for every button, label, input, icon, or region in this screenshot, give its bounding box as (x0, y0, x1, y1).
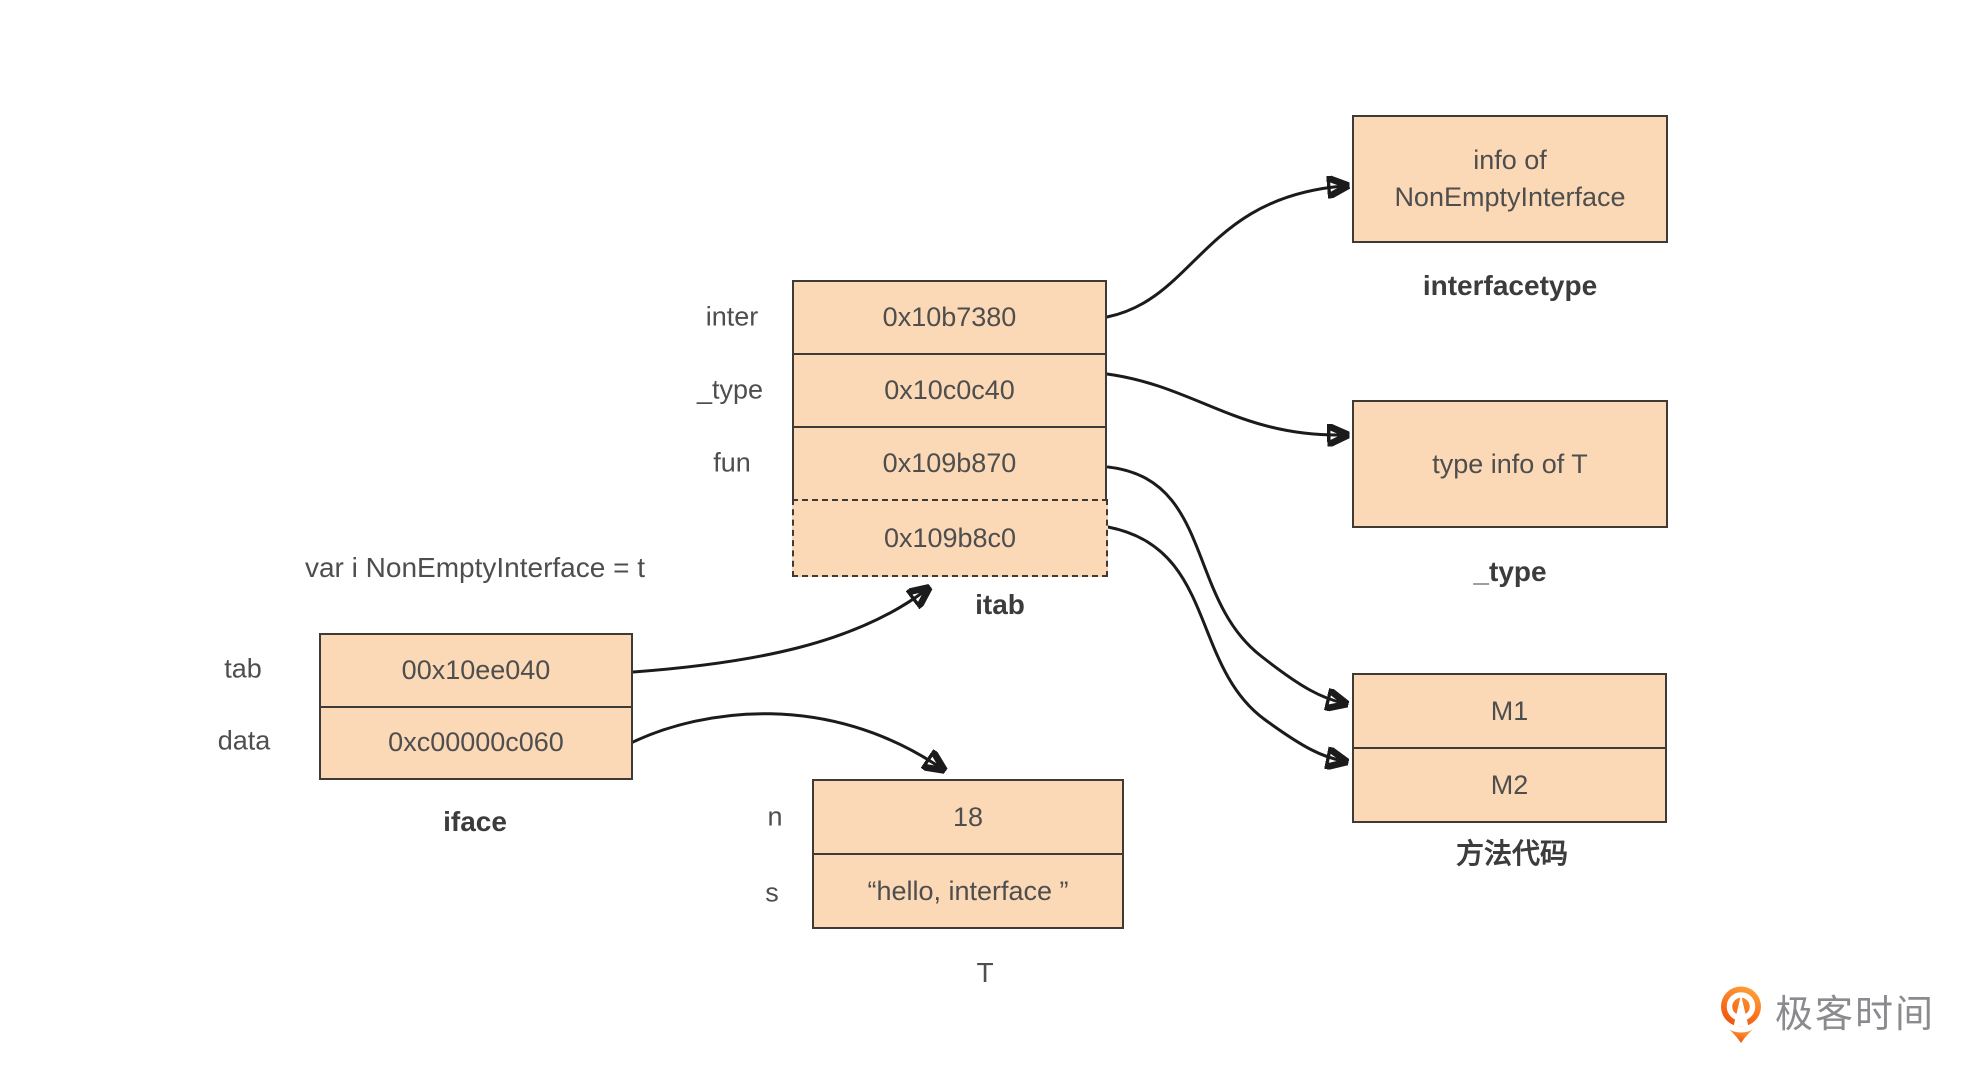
itab-dashed-row-value: 0x109b8c0 (883, 522, 1017, 553)
itab-field-label-inter: inter (705, 301, 759, 332)
typeinfo-label: _type (1473, 556, 1547, 587)
arrow-itab-type-to-typeinfo (1105, 372, 1344, 435)
itab-field-label-type: _type (696, 374, 764, 405)
interfacetype-box: info of NonEmptyInterface (1352, 115, 1668, 243)
method-code-box: M1 M2 (1352, 673, 1667, 823)
interfacetype-label: interfacetype (1422, 270, 1598, 301)
t-row-n-value: 18 (952, 801, 984, 832)
method-code-label: 方法代码 (1455, 838, 1569, 869)
itab-dashed-row-box: 0x109b8c0 (792, 499, 1108, 577)
typeinfo-text: type info of T (1432, 448, 1588, 479)
arrow-iface-tab-to-itab (631, 590, 926, 674)
t-struct-box: 18 “hello, interface ” (812, 779, 1124, 929)
arrow-itab-fun-to-m1 (1106, 465, 1343, 703)
itab-field-label-fun: fun (713, 447, 751, 478)
method-row-m2: M2 (1354, 747, 1665, 821)
var-declaration-text: var i NonEmptyInterface = t (304, 552, 646, 583)
iface-row-data-value: 0xc00000c060 (321, 705, 631, 779)
itab-row-inter-value: 0x10b7380 (882, 302, 1017, 332)
iface-struct-label: iface (443, 806, 507, 837)
arrow-itab-dashed-to-m2 (1106, 525, 1343, 761)
typeinfo-box: type info of T (1352, 400, 1668, 528)
interfacetype-line2: NonEmptyInterface (1394, 182, 1626, 212)
t-field-label-s: s (765, 877, 779, 908)
iface-row-tab-value: 00x10ee040 (401, 654, 551, 685)
method-row-m1: M1 (1490, 695, 1529, 726)
itab-row-type-value: 0x10c0c40 (794, 353, 1105, 426)
itab-row-fun-value: 0x109b870 (794, 426, 1105, 499)
iface-field-label-data: data (217, 725, 271, 756)
geektime-logo: 极客时间 (1720, 986, 1935, 1044)
t-field-label-n: n (767, 801, 783, 832)
arrow-itab-inter-to-interfacetype (1105, 186, 1344, 319)
t-struct-label: T (976, 957, 994, 988)
iface-box: 00x10ee040 0xc00000c060 (319, 633, 633, 780)
geektime-logo-text: 极客时间 (1775, 994, 1936, 1036)
arrow-iface-data-to-t-struct (631, 712, 941, 768)
geektime-pin-icon (1721, 986, 1761, 1043)
t-row-s-value: “hello, interface ” (814, 853, 1122, 927)
itab-box: 0x10b7380 0x10c0c40 0x109b870 (792, 280, 1107, 499)
itab-struct-label: itab (975, 589, 1025, 620)
iface-field-label-tab: tab (224, 653, 262, 684)
interfacetype-line1: info of (1473, 145, 1547, 175)
